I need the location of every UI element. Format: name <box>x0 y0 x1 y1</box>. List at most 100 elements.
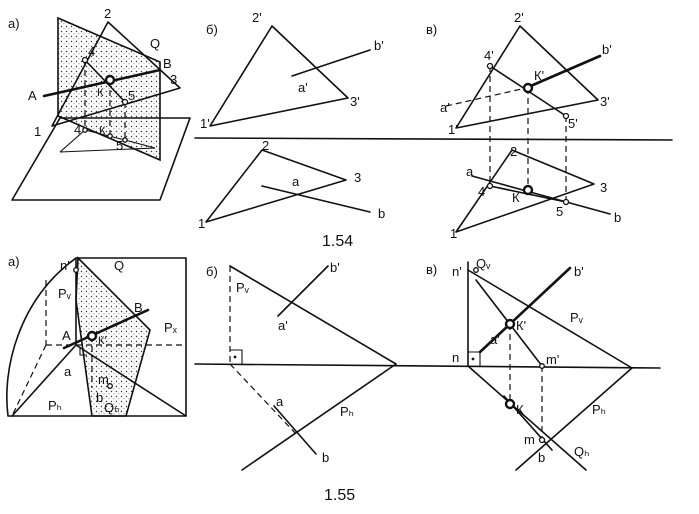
label-k2: К' <box>98 335 107 347</box>
point-m <box>107 383 113 389</box>
line-ab-visible-v <box>524 54 602 90</box>
trace-pv-v <box>467 269 633 369</box>
triangle-frontal <box>209 25 349 127</box>
label-bs-b: b' <box>330 260 340 275</box>
label-bn-v: b <box>614 210 621 225</box>
plane-q <box>57 16 161 162</box>
point-5n <box>562 198 570 206</box>
trace-pv-b <box>229 265 397 365</box>
label-ns-v: n' <box>452 264 462 279</box>
panel-label-b: б) <box>206 22 218 37</box>
point-4n <box>486 182 494 190</box>
point-k <box>104 74 116 86</box>
label-qh: Qₕ <box>104 400 119 415</box>
label-an: a <box>292 174 300 189</box>
label-3n: 3 <box>354 170 361 185</box>
line-ab-frontal-b <box>277 265 329 317</box>
trace-ph-v <box>515 367 633 471</box>
label-ks-v: К' <box>534 68 544 83</box>
label-a-b: a <box>276 394 284 409</box>
trace-qh <box>467 365 587 471</box>
panel-label-a: а) <box>8 16 20 31</box>
label-ph-b: Pₕ <box>340 404 354 419</box>
label-ph-v: Pₕ <box>592 402 606 417</box>
line-ab-2 <box>62 308 150 350</box>
point-m-v <box>538 436 546 444</box>
label-bn: b <box>378 206 385 221</box>
point-5-h <box>122 137 128 143</box>
line-ab-horizontal-v <box>471 175 611 215</box>
label-a: A <box>28 88 37 103</box>
label-5: 5 <box>128 88 135 103</box>
lower-triangle-edge <box>59 147 156 153</box>
label-3n-v: 3 <box>600 180 607 195</box>
label-kn-v2: К <box>516 402 524 417</box>
trace-px <box>11 344 77 417</box>
panel-label-v2: в) <box>426 262 437 277</box>
label-ph: Pₕ <box>48 398 62 413</box>
point-ms <box>539 363 545 369</box>
label-bs: b' <box>374 38 384 53</box>
hidden-edge-2 <box>11 344 47 417</box>
label-b2: B <box>134 300 143 315</box>
point-4-h <box>82 127 88 133</box>
point-kn-v <box>504 398 516 410</box>
triangle-horizontal <box>205 149 347 223</box>
label-3s-v: 3' <box>600 94 610 109</box>
point-kn <box>522 184 534 196</box>
label-5s-v: 5' <box>568 116 578 131</box>
fig154-b: б) 2' b' a' 3' 1' 2 a 3 b 1 1.54 <box>198 10 385 250</box>
fig154-a: а) 2 Q A B 4 К 3 5 1 4 К 5 <box>8 6 191 201</box>
label-b-b: b <box>322 450 329 465</box>
projection-axis-1 <box>194 137 673 141</box>
label-2: 2 <box>104 6 111 21</box>
label-4: 4 <box>88 44 95 59</box>
label-ms-v: m' <box>546 352 559 367</box>
label-4s-v: 4' <box>484 48 494 63</box>
label-pv-b: Pᵥ <box>236 280 250 295</box>
label-bs-v2: b' <box>574 264 584 279</box>
line-ab-horizontal-b <box>273 405 317 455</box>
label-qv: Qᵥ <box>476 256 491 271</box>
panel-label-a2: а) <box>8 254 20 269</box>
label-as: a' <box>298 80 308 95</box>
label-b-v: b <box>538 450 545 465</box>
line-ab-frontal-v <box>478 266 572 354</box>
right-angle-mark <box>79 348 87 356</box>
label-5-h: 5 <box>116 138 123 153</box>
label-n-v: n <box>452 350 459 365</box>
fig155-v: в) n' Qᵥ b' Pᵥ a' К' n m' К Pₕ m b Qₕ <box>426 256 633 471</box>
point-n <box>73 267 79 273</box>
perpendicular-h <box>229 363 299 437</box>
label-1s: 1' <box>200 116 210 131</box>
label-3: 3 <box>170 72 177 87</box>
label-2n-v: 2 <box>510 144 517 159</box>
horizontal-plane <box>11 117 191 201</box>
label-kn-v: К <box>512 190 520 205</box>
label-1: 1 <box>34 124 41 139</box>
right-angle-b <box>230 349 243 364</box>
trace-ph <box>75 344 187 417</box>
figure-number-155: 1.55 <box>324 487 355 504</box>
label-1n-v: 1 <box>450 226 457 241</box>
right-angle-dot-b <box>233 355 237 359</box>
label-m-v: m <box>524 432 535 447</box>
label-5n-v: 5 <box>556 204 563 219</box>
point-5s <box>562 112 570 120</box>
label-k-h: К <box>99 125 106 137</box>
triangle-frontal-v <box>455 25 599 129</box>
triangle-123 <box>51 21 181 127</box>
label-pv: Pᵥ <box>58 286 72 301</box>
label-q: Q <box>150 36 160 51</box>
label-pv-v: Pᵥ <box>570 310 584 325</box>
point-k-2 <box>86 330 98 342</box>
panel-label-b2: б) <box>206 264 218 279</box>
label-2s-v: 2' <box>514 10 524 25</box>
label-1s-v: 1' <box>448 122 458 137</box>
label-as-v2: a' <box>490 332 500 347</box>
figure-number-154: 1.54 <box>322 233 353 250</box>
label-ns: n' <box>60 258 70 273</box>
label-a-small: a <box>64 364 72 379</box>
fig154-v: в) 2' 4' К' b' a' 3' 1' 5' 2 a 4 К 3 5 b… <box>426 10 621 241</box>
